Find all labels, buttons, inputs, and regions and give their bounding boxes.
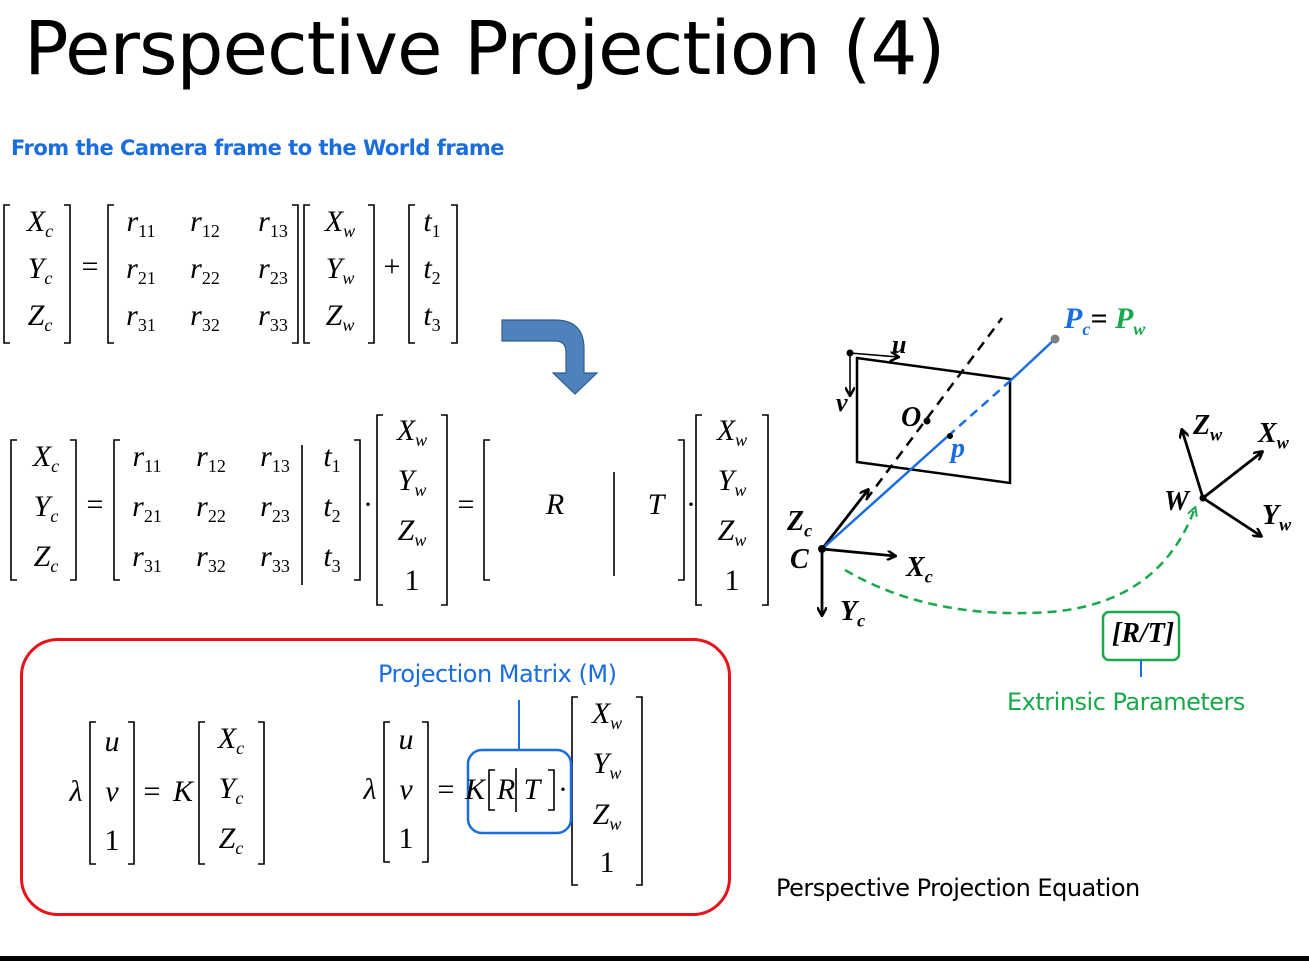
label-c: C	[790, 544, 809, 575]
zw-axis	[1182, 430, 1205, 499]
zc-axis	[820, 490, 868, 550]
optical-axis	[864, 317, 1004, 501]
bracket-right	[64, 204, 71, 344]
slide-subtitle: From the Camera frame to the World frame	[11, 136, 505, 160]
bracket-right	[292, 204, 299, 344]
bracket-left	[3, 204, 10, 344]
bracket-right	[368, 204, 375, 344]
label-xc: Xc	[906, 552, 933, 587]
label-yw: Yw	[1262, 500, 1292, 535]
eq2-brackets	[10, 414, 769, 606]
label-rt: [R/T]	[1112, 618, 1175, 649]
bracket-right	[451, 204, 458, 344]
point-p	[1050, 334, 1060, 344]
bottom-bar	[0, 956, 1309, 961]
curved-arrow-icon	[501, 319, 599, 395]
bracket-left	[303, 204, 310, 344]
projection-equation-box	[20, 638, 731, 916]
principal-point	[923, 417, 931, 425]
label-yc: Yc	[840, 596, 866, 631]
box-brackets	[89, 696, 643, 886]
image-point	[947, 433, 953, 439]
xc-axis	[821, 547, 895, 556]
extrinsic-transform-curve	[844, 508, 1195, 615]
label-u: u	[892, 330, 907, 359]
projection-ray	[821, 435, 949, 550]
projection-matrix-label: Projection Matrix (M)	[378, 660, 617, 688]
camera-diagram	[818, 317, 1262, 677]
u-axis	[849, 353, 898, 357]
extrinsic-parameters-label: Extrinsic Parameters	[1007, 688, 1245, 716]
yw-axis	[1202, 496, 1261, 536]
bracket-left	[408, 204, 415, 344]
caption: Perspective Projection Equation	[776, 874, 1140, 902]
label-zc: Zc	[787, 506, 813, 541]
label-v: v	[836, 388, 848, 417]
label-w: W	[1164, 486, 1189, 517]
label-o: O	[901, 402, 922, 433]
label-xw: Xw	[1258, 418, 1289, 453]
label-zw: Zw	[1193, 410, 1223, 445]
image-plane	[855, 356, 1012, 485]
bracket-left	[107, 204, 114, 344]
label-point-equation: Pc= Pw	[1064, 302, 1146, 339]
xw-axis	[1202, 452, 1262, 500]
eq1-brackets	[3, 204, 458, 344]
label-p: p	[951, 433, 965, 464]
slide-title: Perspective Projection (4)	[24, 6, 945, 92]
